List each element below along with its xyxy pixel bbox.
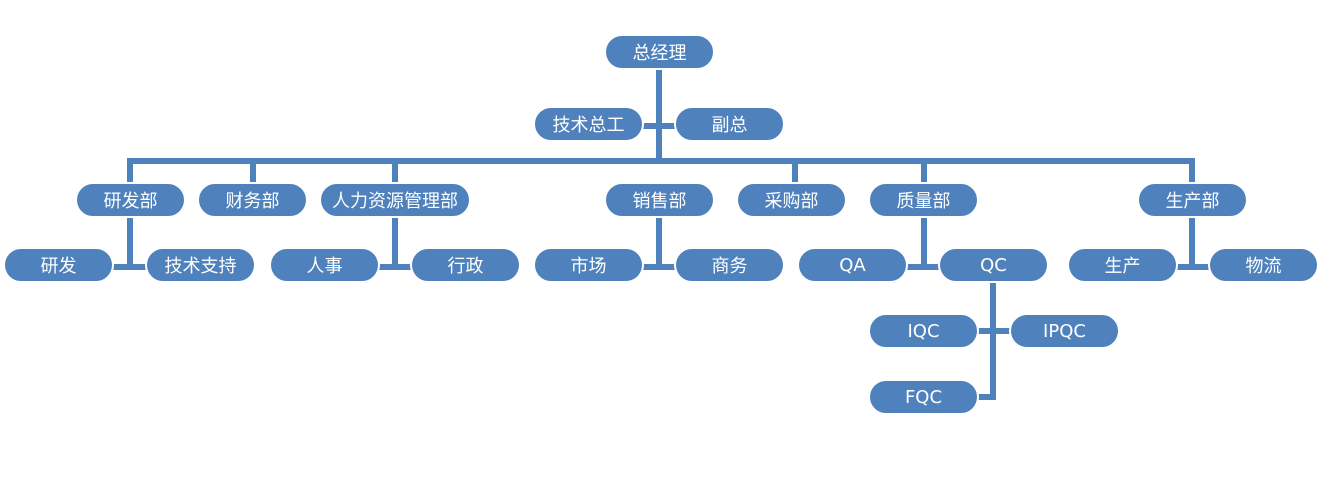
node-market: 市场 [533,247,644,283]
node-ipqc: IPQC [1009,313,1120,349]
node-business: 商务 [674,247,785,283]
node-quality-dept: 质量部 [868,182,979,218]
node-personnel: 人事 [269,247,380,283]
node-administration: 行政 [410,247,521,283]
node-hr-admin-dept: 人力资源管理部 [319,182,471,218]
node-tech-chief: 技术总工 [533,106,644,142]
node-tech-support: 技术支持 [145,247,256,283]
node-logistics: 物流 [1208,247,1319,283]
node-sales-dept: 销售部 [604,182,715,218]
node-qa: QA [797,247,908,283]
node-deputy: 副总 [674,106,785,142]
node-rd: 研发 [3,247,114,283]
node-ceo: 总经理 [604,34,715,70]
node-purchasing-dept: 采购部 [736,182,847,218]
node-finance-dept: 财务部 [197,182,308,218]
node-rd-dept: 研发部 [75,182,186,218]
node-production: 生产 [1067,247,1178,283]
node-iqc: IQC [868,313,979,349]
node-qc: QC [938,247,1049,283]
node-fqc: FQC [868,379,979,415]
node-production-dept: 生产部 [1137,182,1248,218]
